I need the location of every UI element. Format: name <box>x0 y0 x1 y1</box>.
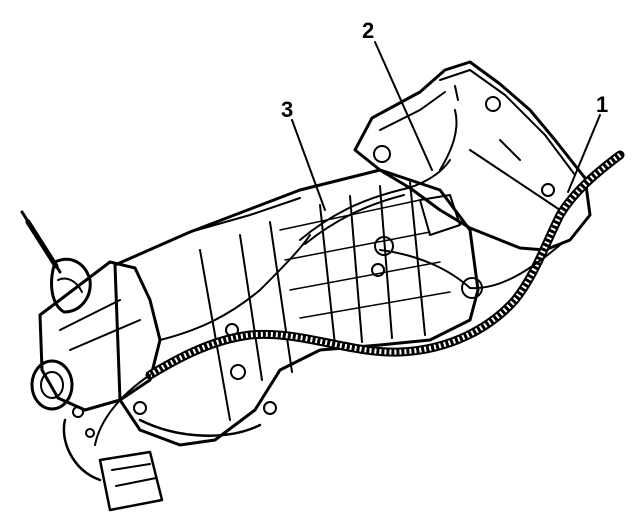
wiring-harness <box>94 109 625 446</box>
transmission-case <box>113 168 483 447</box>
leader-line-1 <box>567 114 601 193</box>
callout-2: 2 <box>362 18 374 43</box>
callout-1: 1 <box>596 92 608 117</box>
shift-lever <box>20 210 92 314</box>
bellhousing <box>353 60 592 252</box>
tail-housing <box>30 260 162 438</box>
leader-line-3 <box>291 119 326 211</box>
rear-mount <box>62 418 262 512</box>
callout-leaders <box>291 41 601 211</box>
leader-line-2 <box>374 41 433 171</box>
callout-3: 3 <box>281 97 293 122</box>
